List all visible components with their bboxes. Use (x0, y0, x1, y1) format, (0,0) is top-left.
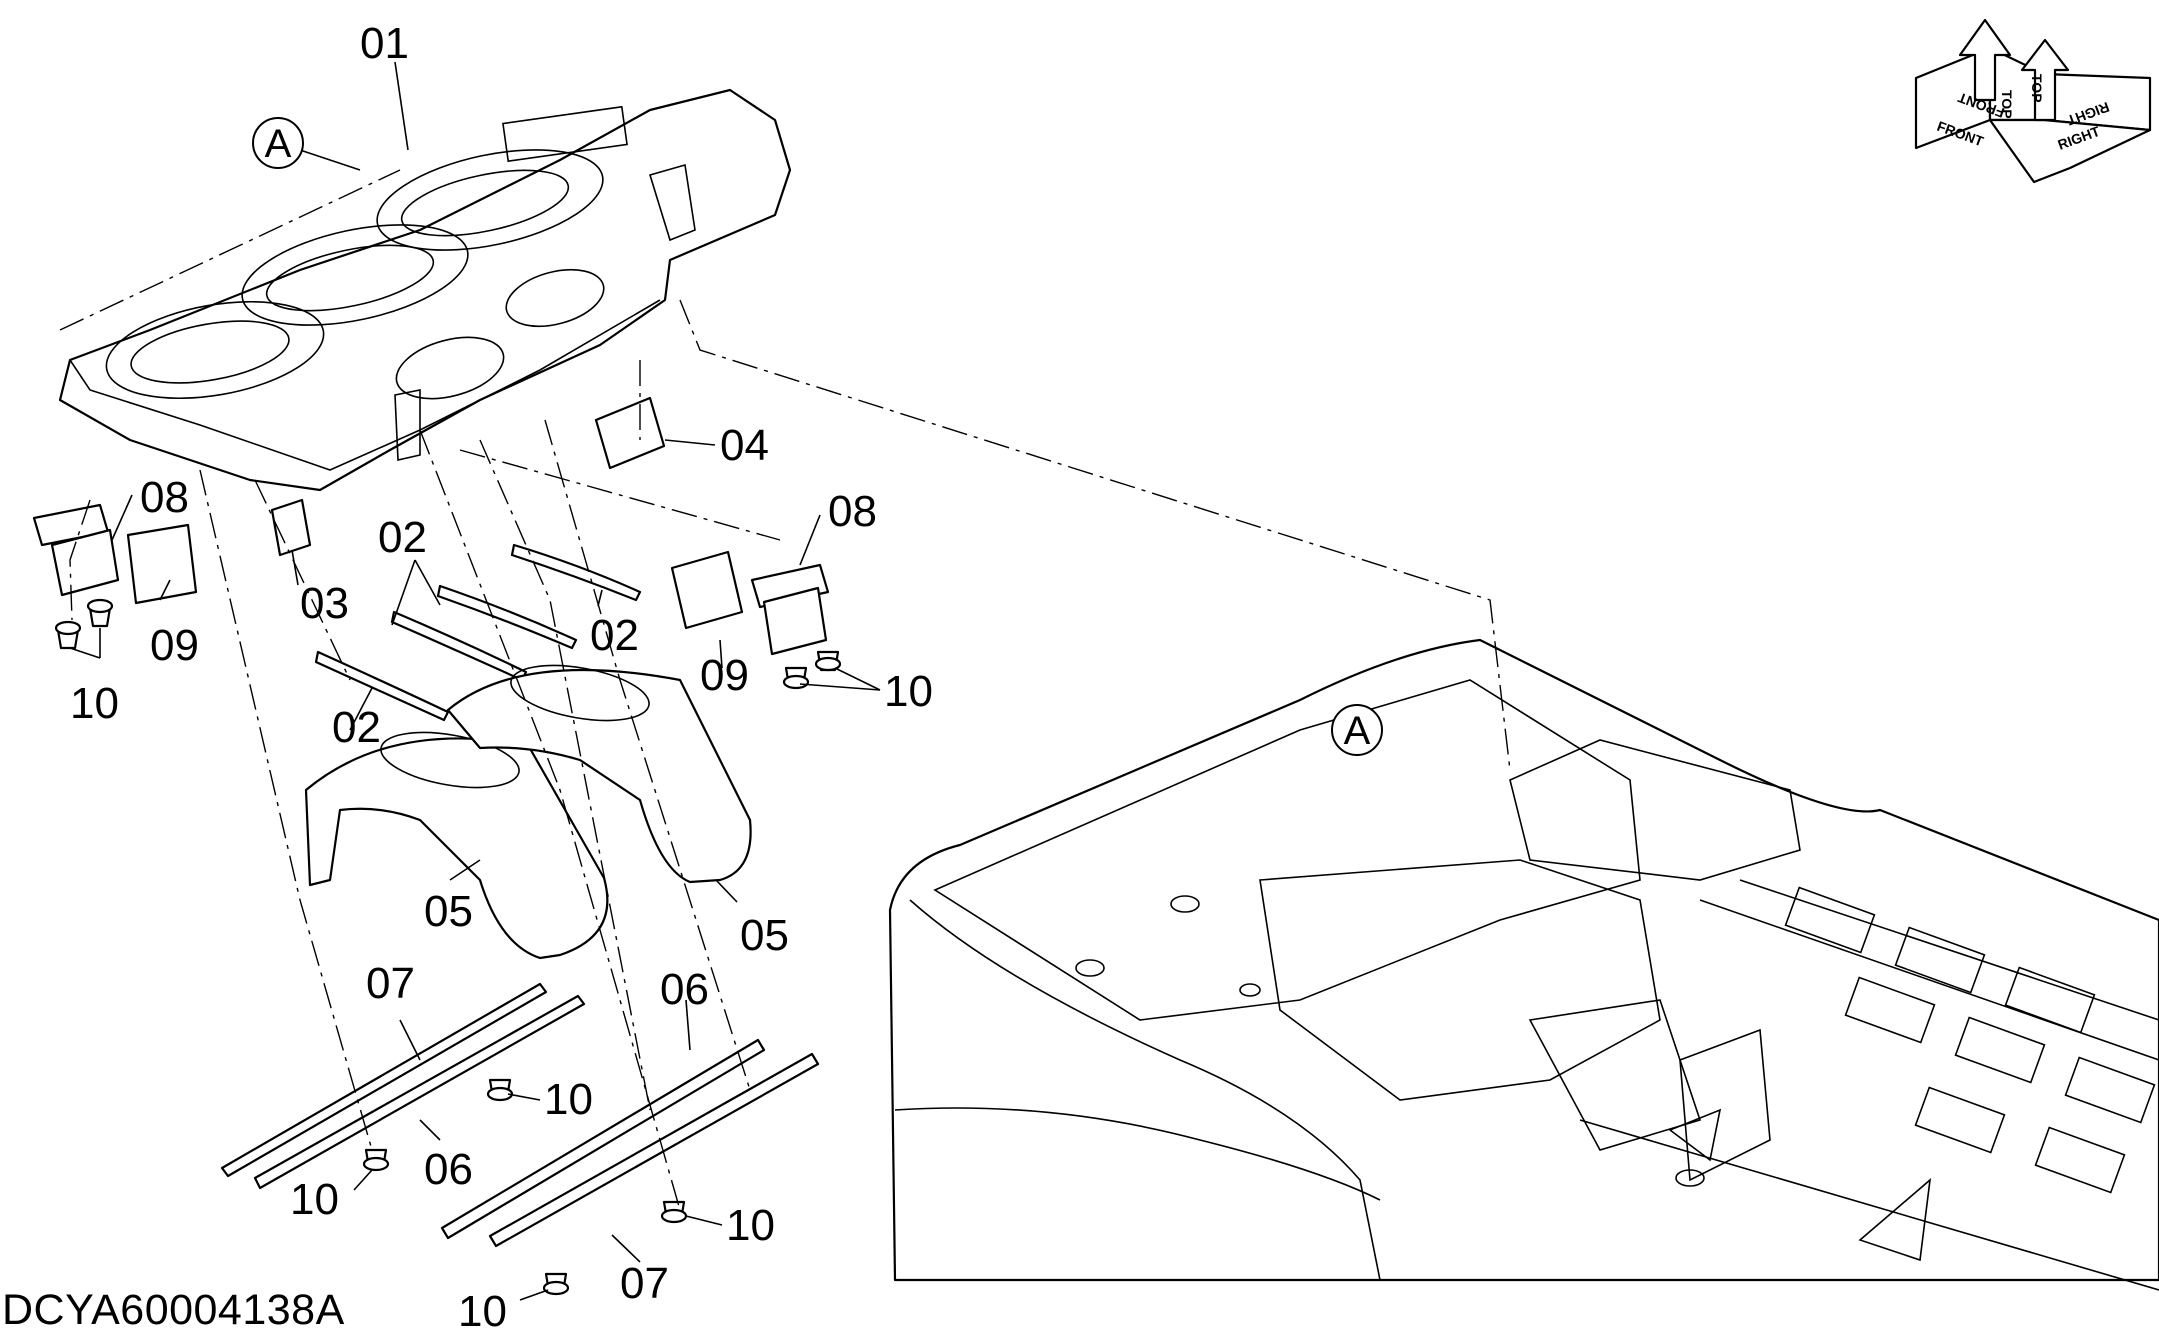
label-06-left: 06 (424, 1145, 473, 1194)
label-09-right: 09 (700, 651, 749, 700)
label-04: 04 (720, 421, 769, 470)
part-08-09-brackets-right (670, 550, 830, 656)
part-labels: 01 04 08 08 03 02 02 02 09 09 10 10 05 0… (70, 19, 933, 1336)
compass-top-label: TOP (1999, 90, 2015, 119)
part-01-overhead-cover (58, 88, 792, 492)
label-08-left: 08 (140, 473, 189, 522)
label-10-top-right: 10 (884, 667, 933, 716)
label-10-top-left: 10 (70, 679, 119, 728)
part-10-screws (54, 598, 842, 1296)
callout-a-cover: A (252, 117, 304, 169)
callout-a-console-label: A (1344, 709, 1371, 753)
part-05-liner-left (304, 731, 609, 960)
label-02-top: 02 (378, 513, 427, 562)
console-body (888, 638, 2159, 1291)
orientation-compass-icon: TOP TOP FRONT FRONT RIGHT RIGHT (1914, 18, 2152, 184)
leader-lines (69, 61, 881, 1301)
label-07-left: 07 (366, 959, 415, 1008)
label-01: 01 (360, 19, 409, 68)
label-10-mid-right: 10 (726, 1201, 775, 1250)
part-08-09-brackets-left (32, 503, 198, 605)
label-09-left: 09 (150, 621, 199, 670)
callout-a-console: A (1331, 704, 1383, 756)
label-02-right: 02 (590, 611, 639, 660)
label-10-bottom: 10 (458, 1287, 507, 1336)
label-06-right: 06 (660, 965, 709, 1014)
callout-a-cover-label: A (265, 122, 292, 166)
assembly-lines (59, 169, 1511, 1211)
compass-top-label-2: TOP (2029, 74, 2045, 103)
label-05-left: 05 (424, 887, 473, 936)
label-10-mid: 10 (544, 1075, 593, 1124)
label-07-right: 07 (620, 1259, 669, 1308)
label-03: 03 (300, 579, 349, 628)
label-05-right: 05 (740, 911, 789, 960)
drawing-id: DCYA60004138A (2, 1286, 345, 1334)
part-06-07-rails-right (440, 1038, 820, 1248)
part-04-pad (594, 396, 666, 470)
label-02-bottom: 02 (332, 703, 381, 752)
part-05-liner-right (446, 664, 752, 884)
part-06-07-rails-left (220, 982, 586, 1190)
label-08-right: 08 (828, 487, 877, 536)
label-10-mid-left: 10 (290, 1175, 339, 1224)
part-03-pad (270, 498, 312, 557)
